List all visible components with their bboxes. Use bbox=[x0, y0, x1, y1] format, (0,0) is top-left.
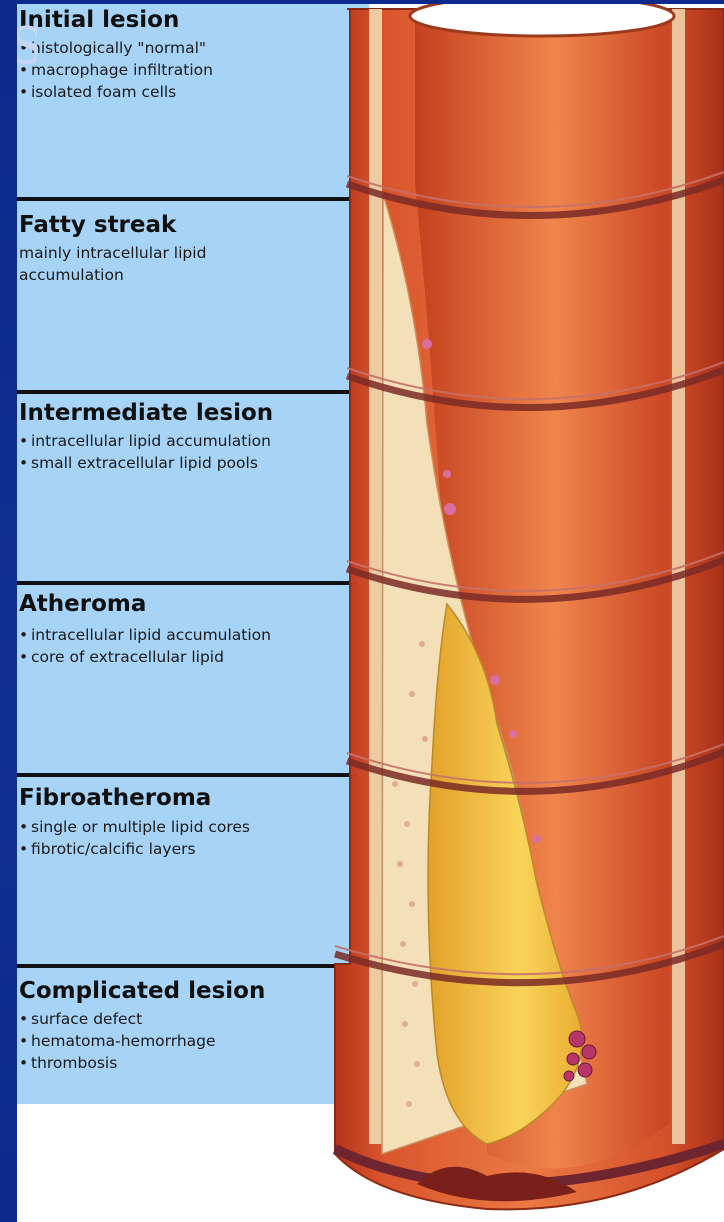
title-fragment: s bbox=[17, 4, 37, 84]
artery-cross-section-illustration bbox=[17, 4, 724, 1222]
diagram-panel: Initial lesion •histologically "normal" … bbox=[17, 4, 724, 1222]
